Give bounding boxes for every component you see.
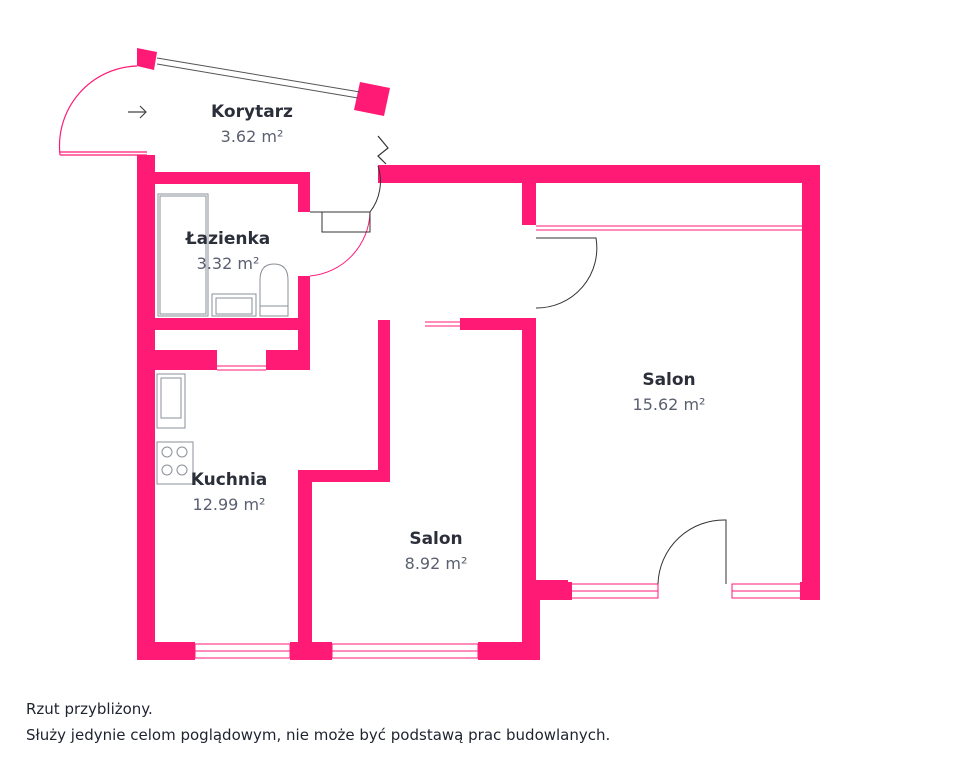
bay-post-left xyxy=(137,48,157,70)
stove-icon xyxy=(156,441,194,485)
kitchen-sink-bowl xyxy=(160,377,182,419)
room-area-salon-big: 15.62 m² xyxy=(633,395,706,414)
burner-4 xyxy=(176,464,188,476)
wall-bath-top-stub xyxy=(298,172,310,212)
bathtub-icon xyxy=(157,193,209,317)
room-area-lazienka: 3.32 m² xyxy=(197,254,260,273)
wall-left-outer xyxy=(137,155,155,660)
salon-door-arc xyxy=(535,237,598,309)
wall-kitchen-top-2 xyxy=(155,350,217,370)
bay-post-right xyxy=(354,82,390,116)
wall-kitchen-top-1 xyxy=(137,318,310,330)
disclaimer-line-2: Służy jedynie celom poglądowym, nie może… xyxy=(26,726,611,744)
room-area-korytarz: 3.62 m² xyxy=(221,127,284,146)
room-name-kuchnia: Kuchnia xyxy=(191,470,268,490)
wall-bath-top xyxy=(137,172,310,184)
room-name-korytarz: Korytarz xyxy=(211,102,293,122)
bathroom-door-arc xyxy=(309,211,371,277)
fixtures xyxy=(156,193,289,485)
wall-salon-divider xyxy=(522,165,536,225)
wall-salon-small-left xyxy=(298,470,312,660)
bathtub-inner xyxy=(159,195,207,315)
room-name-salon-small: Salon xyxy=(409,529,462,549)
entrance-door-arc xyxy=(58,65,138,156)
wall-lower-step-vert xyxy=(522,580,540,660)
room-area-salon-small: 8.92 m² xyxy=(405,554,468,573)
wall-salon-divider-lower xyxy=(522,318,536,580)
wall-bottom-1 xyxy=(137,642,195,660)
bathroom-door-frame xyxy=(321,211,371,233)
walls xyxy=(137,155,820,660)
floor-plan: Korytarz 3.62 m² Łazienka 3.32 m² Kuchni… xyxy=(58,48,820,660)
toilet-tank xyxy=(259,305,289,317)
doors xyxy=(309,165,727,585)
wall-entrance-stub xyxy=(378,165,388,183)
disclaimer: Rzut przybliżony. Służy jedynie celom po… xyxy=(26,696,610,748)
bay-window-line-1 xyxy=(156,57,361,93)
burner-2 xyxy=(176,446,188,458)
bay-window-line-2 xyxy=(156,63,359,99)
room-area-kuchnia: 12.99 m² xyxy=(193,495,266,514)
zigzag-mark xyxy=(377,135,389,165)
burner-1 xyxy=(161,446,173,458)
disclaimer-line-1: Rzut przybliżony. xyxy=(26,700,153,718)
balcony-door-arc xyxy=(657,519,727,585)
wall-top xyxy=(380,165,820,183)
wall-corridor-left xyxy=(137,155,153,185)
wall-right-outer xyxy=(802,165,820,600)
windows xyxy=(194,225,803,659)
corridor-door-arc xyxy=(369,165,381,213)
room-name-salon-big: Salon xyxy=(642,370,695,390)
sink-icon xyxy=(211,293,257,317)
toilet-icon xyxy=(259,263,289,317)
corridor-bay xyxy=(58,48,390,165)
sink-basin xyxy=(215,297,253,315)
wall-inner-horizontal xyxy=(460,318,536,330)
room-name-lazienka: Łazienka xyxy=(185,229,271,249)
wall-inner-vertical xyxy=(378,320,390,482)
arrow-right-icon xyxy=(128,105,147,119)
wall-salon-small-top xyxy=(298,470,390,482)
burner-3 xyxy=(161,464,173,476)
kitchen-sink-icon xyxy=(156,373,186,429)
wall-kitchen-top-band xyxy=(298,330,310,370)
